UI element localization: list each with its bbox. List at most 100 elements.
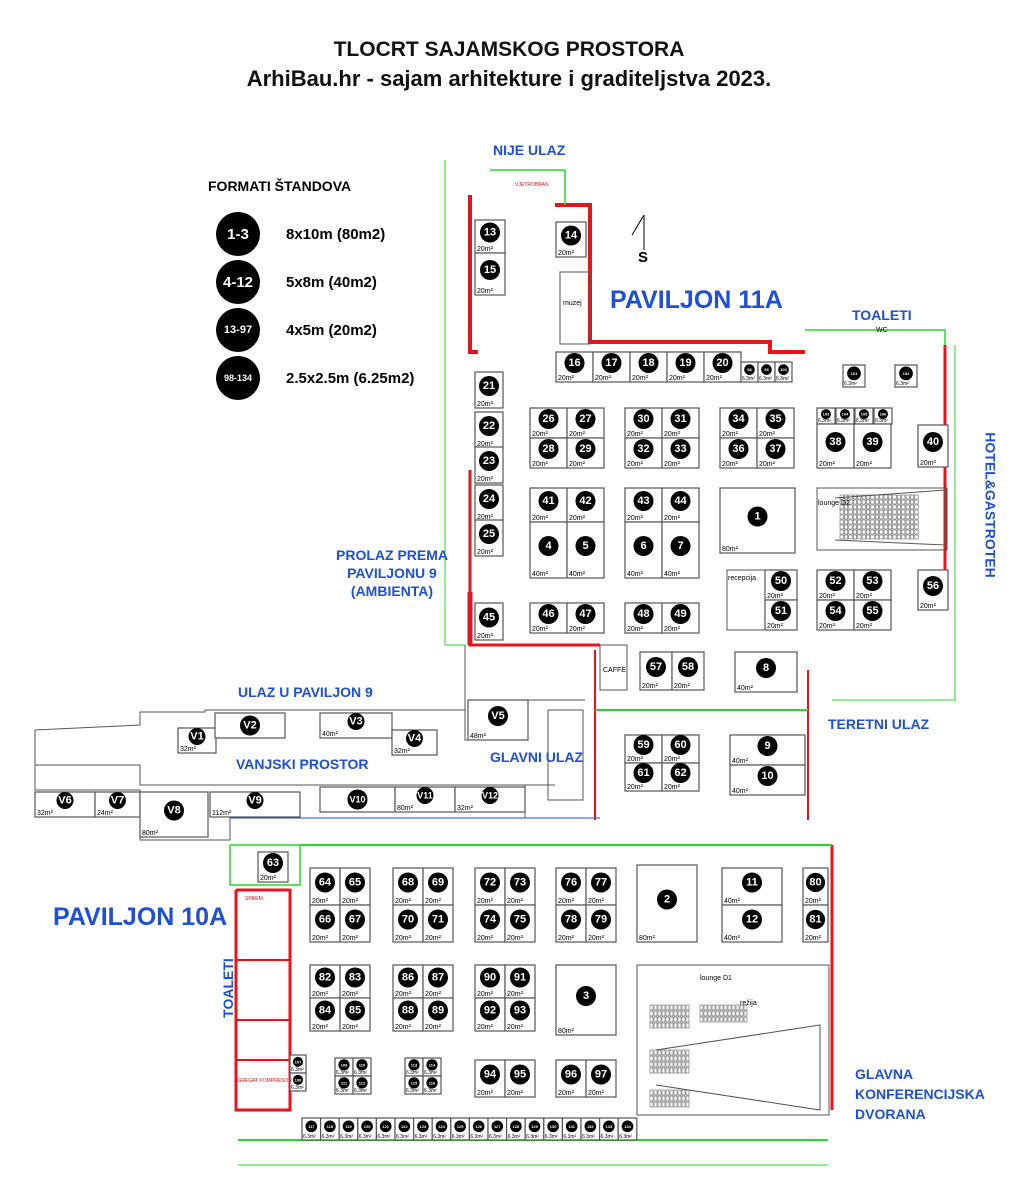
booth-V10[interactable]: V10 bbox=[319, 786, 396, 813]
booth-98[interactable]: 986.3m² bbox=[740, 361, 759, 383]
booth-99[interactable]: 996.3m² bbox=[757, 361, 776, 383]
booth-V2[interactable]: V2 bbox=[214, 712, 286, 739]
